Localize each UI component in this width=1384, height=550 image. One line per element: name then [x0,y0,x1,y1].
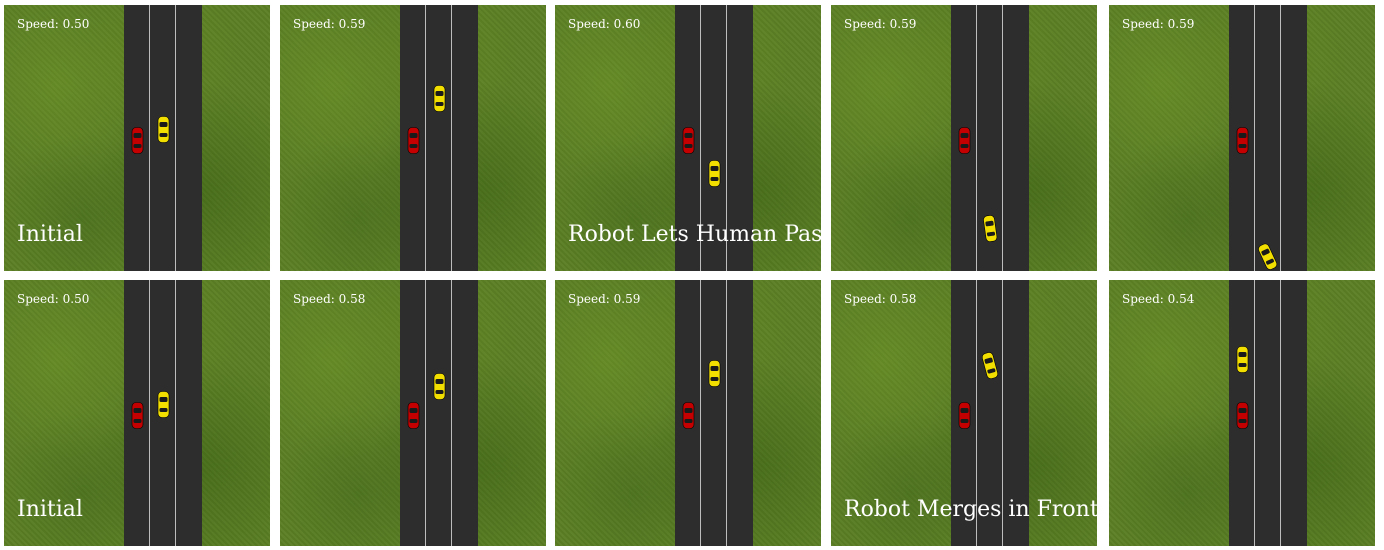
speed-readout: Speed: 0.59 [293,17,365,31]
human-car [682,402,695,433]
speed-readout: Speed: 0.50 [17,292,89,306]
human-car [1236,402,1249,433]
robot-car [157,391,170,422]
scene-caption: Robot Merges in Front [844,497,1097,522]
scene-panel: Speed: 0.59 [831,5,1097,271]
human-car [1236,127,1249,158]
robot-car [1236,346,1249,377]
human-car [407,402,420,433]
scene-caption: Initial [17,497,83,522]
robot-car [433,373,446,404]
human-car [131,402,144,433]
robot-car [708,160,721,191]
speed-readout: Speed: 0.58 [293,292,365,306]
robot-car [708,360,721,391]
speed-readout: Speed: 0.58 [844,292,916,306]
speed-readout: Speed: 0.54 [1122,292,1194,306]
speed-readout: Speed: 0.59 [568,292,640,306]
human-car [407,127,420,158]
scene-panel: Speed: 0.59 [1109,5,1375,271]
human-car [958,402,971,433]
speed-readout: Speed: 0.50 [17,17,89,31]
human-car [682,127,695,158]
speed-readout: Speed: 0.60 [568,17,640,31]
speed-readout: Speed: 0.59 [844,17,916,31]
scene-panel: Speed: 0.59 [280,5,546,271]
scene-caption: Robot Lets Human Pass [568,222,821,247]
human-car [958,127,971,158]
scene-panel: Speed: 0.58 [280,280,546,546]
robot-car [433,85,446,116]
speed-readout: Speed: 0.59 [1122,17,1194,31]
human-car [131,127,144,158]
robot-car [157,116,170,147]
scene-caption: Initial [17,222,83,247]
scene-panel: Speed: 0.54 [1109,280,1375,546]
scene-panel: Speed: 0.59 [555,280,821,546]
